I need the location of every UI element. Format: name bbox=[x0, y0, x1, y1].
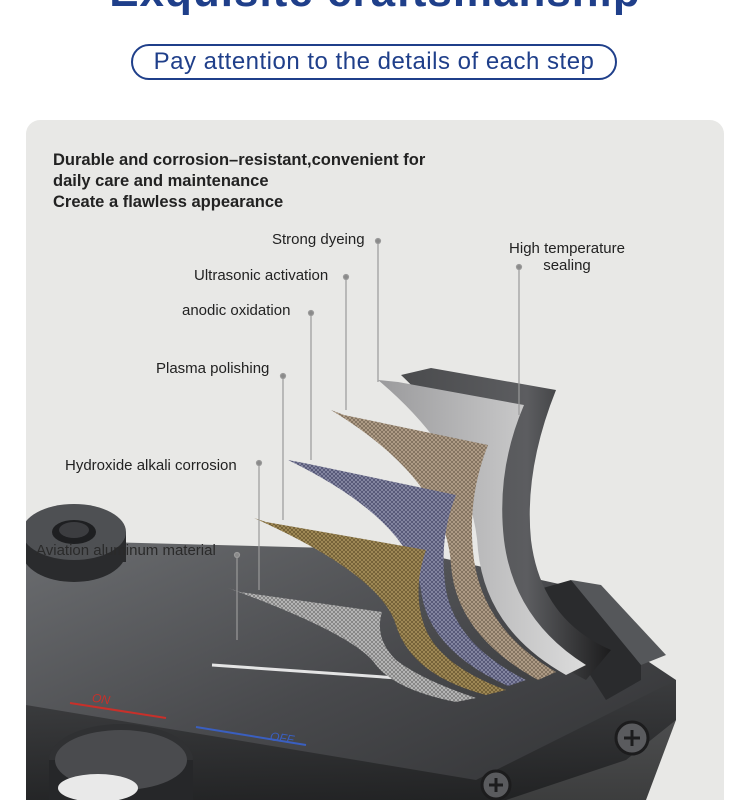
label-strong-dyeing: Strong dyeing bbox=[272, 231, 365, 248]
label-ultrasonic-activation: Ultrasonic activation bbox=[194, 267, 329, 284]
page-headline: Exquisite craftsmanship bbox=[0, 0, 750, 14]
subtitle-pill: Pay attention to the details of each ste… bbox=[131, 44, 617, 80]
label-aviation-aluminum-material: Aviation aluminum material bbox=[36, 542, 216, 559]
label-high-temperature-sealing-line1: High temperature bbox=[509, 240, 625, 257]
product-illustration bbox=[26, 237, 676, 800]
product-illustration-panel bbox=[26, 120, 724, 800]
on-label: ON bbox=[91, 690, 111, 708]
label-plasma-polishing: Plasma polishing bbox=[156, 360, 270, 377]
label-hydroxide-alkali-corrosion: Hydroxide alkali corrosion bbox=[65, 457, 237, 474]
intro-line: daily care and maintenance bbox=[53, 172, 269, 190]
label-anodic-oxidation: anodic oxidation bbox=[182, 302, 291, 319]
label-high-temperature-sealing-line2: sealing bbox=[543, 257, 591, 274]
intro-text: Durable and corrosion–resistant,convenie… bbox=[53, 150, 425, 213]
label-high-temperature-sealing: High temperature sealing bbox=[502, 240, 632, 274]
intro-line: Durable and corrosion–resistant,convenie… bbox=[53, 151, 426, 169]
intro-line: Create a flawless appearance bbox=[53, 193, 284, 211]
